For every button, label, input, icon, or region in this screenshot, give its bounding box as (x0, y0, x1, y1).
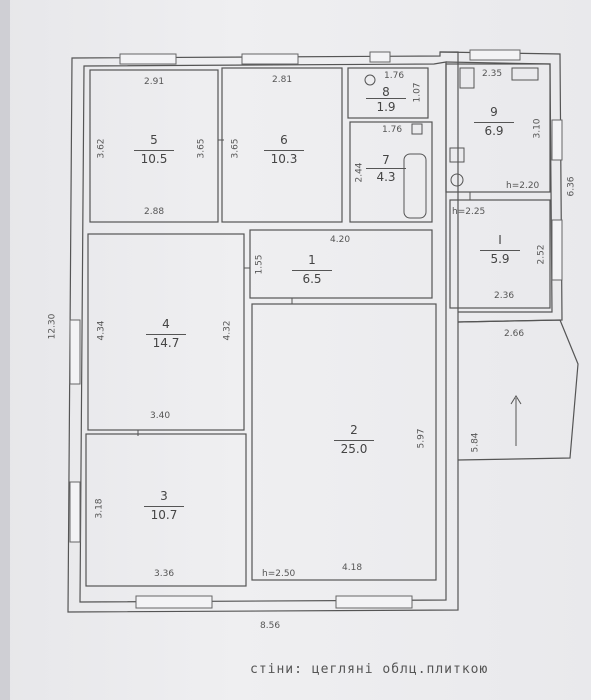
sink (459, 67, 475, 89)
dim-label: 2.52 (536, 244, 547, 265)
room-3-area: 10.7 (144, 506, 184, 521)
dim-label: 3.62 (96, 138, 107, 159)
room-I-outline (449, 199, 551, 309)
room-8-area: 1.9 (366, 98, 406, 113)
dim-label: 2.35 (482, 69, 503, 79)
dim-label: 3.65 (196, 138, 207, 159)
dim-label: 12.30 (47, 313, 58, 340)
dim-label: 1.76 (384, 71, 405, 81)
dim-label: 4.32 (222, 320, 233, 341)
room-7-outline (349, 121, 433, 223)
toilet (364, 74, 376, 86)
stove (511, 67, 539, 81)
room-6-area: 10.3 (264, 150, 304, 165)
window (69, 481, 81, 543)
window (335, 595, 413, 609)
room-4-number: 4 (162, 317, 170, 331)
dim-label: 3.18 (94, 498, 105, 519)
room-9-area: 6.9 (474, 122, 514, 137)
room-5-outline (89, 69, 219, 223)
annex-wall-inner (445, 61, 553, 313)
dim-label: 6.36 (566, 176, 577, 197)
dim-label: 3.10 (532, 118, 543, 139)
room-3-number: 3 (160, 489, 168, 503)
boiler (449, 147, 465, 163)
dim-label: 1.76 (382, 125, 403, 135)
vent (411, 123, 423, 135)
room-2-outline (251, 303, 437, 581)
room-4-area: 14.7 (146, 334, 186, 349)
room-2-area: 25.0 (334, 440, 374, 455)
dim-label: h=2.25 (452, 207, 486, 217)
dim-label: 3.40 (150, 411, 171, 421)
dim-label: 2.91 (144, 77, 165, 87)
dim-label: h=2.20 (506, 181, 540, 191)
room-3-outline (85, 433, 247, 587)
dim-label: 2.66 (504, 329, 525, 339)
room-6-number: 6 (280, 133, 288, 147)
outer-wall (67, 51, 459, 613)
room-I-number: I (498, 233, 502, 247)
window (119, 53, 177, 65)
room-1-outline (249, 229, 433, 299)
window (69, 319, 81, 385)
walls-caption: стіни: цегляні облц.плиткою (250, 662, 489, 677)
dim-label: 2.36 (494, 291, 515, 301)
room-4-outline (87, 233, 245, 431)
window (369, 51, 391, 63)
dim-label: 4.18 (342, 563, 363, 573)
room-1-number: 1 (308, 253, 316, 267)
outer-wall-inner (79, 61, 447, 603)
dim-label: 3.65 (230, 138, 241, 159)
window (241, 53, 299, 65)
dim-label: 2.88 (144, 207, 165, 217)
room-2-number: 2 (350, 423, 358, 437)
room-8-outline (347, 67, 429, 119)
dim-label: 2.44 (354, 162, 365, 183)
room-5-number: 5 (150, 133, 158, 147)
room-5-area: 10.5 (134, 150, 174, 165)
dim-label: 4.20 (330, 235, 351, 245)
gas-meter (450, 173, 464, 187)
dim-label: 1.07 (412, 82, 423, 103)
dim-label: 5.84 (470, 432, 481, 453)
entrance-arrow-head (510, 395, 522, 405)
window (551, 119, 563, 161)
dim-label: 4.34 (96, 320, 107, 341)
room-7-number: 7 (382, 153, 390, 167)
dim-label: 2.81 (272, 75, 293, 85)
window (551, 219, 563, 281)
bathtub (403, 153, 427, 219)
dim-label: 5.97 (416, 428, 427, 449)
dim-label: 3.36 (154, 569, 175, 579)
dim-label: 8.56 (260, 621, 281, 631)
room-7-area: 4.3 (366, 168, 406, 183)
room-9-number: 9 (490, 105, 498, 119)
room-9-outline (445, 63, 551, 193)
dim-label: 1.55 (254, 254, 265, 275)
sheet-edge (0, 0, 10, 700)
dim-label: h=2.50 (262, 569, 296, 579)
window (469, 49, 521, 61)
porch-outline (457, 319, 579, 461)
room-6-outline (221, 67, 343, 223)
room-1-area: 6.5 (292, 270, 332, 285)
window (135, 595, 213, 609)
room-I-area: 5.9 (480, 250, 520, 265)
room-8-number: 8 (382, 85, 390, 99)
